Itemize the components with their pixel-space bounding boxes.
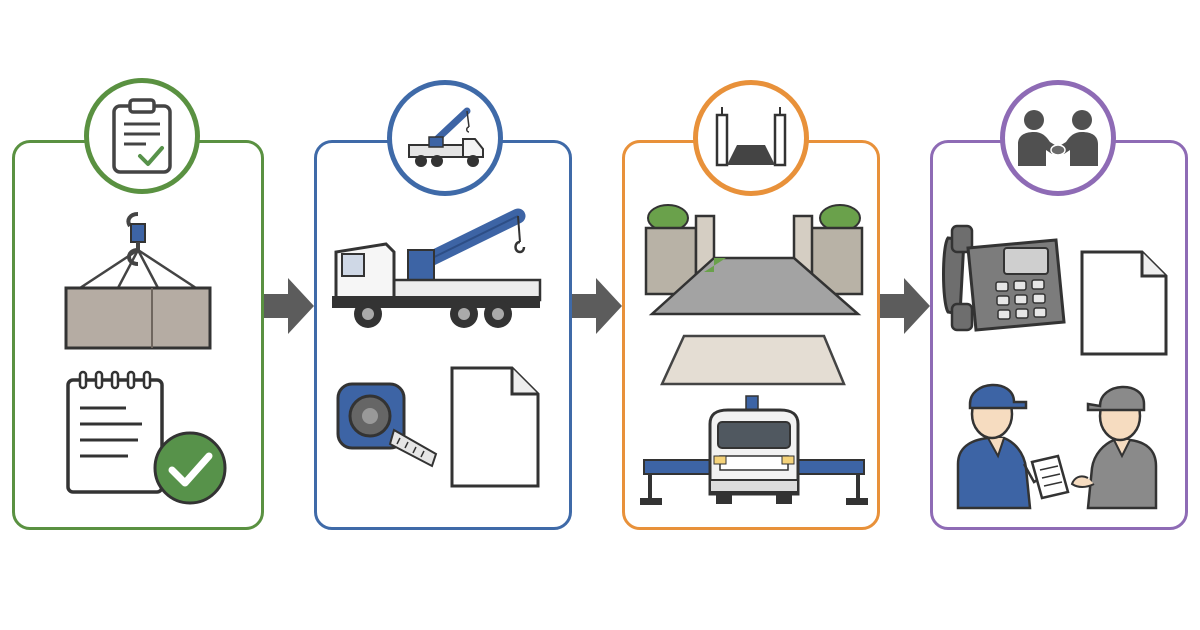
suspended-load-icon bbox=[64, 212, 212, 350]
step-4-badge bbox=[1000, 80, 1116, 196]
flow-arrow-2 bbox=[572, 278, 622, 334]
step-1-badge bbox=[84, 78, 200, 194]
outrigger-truck-icon bbox=[640, 395, 868, 505]
desk-phone-icon bbox=[942, 224, 1066, 332]
handshake-icon bbox=[1018, 110, 1098, 166]
site-entrance-icon bbox=[644, 204, 864, 316]
clipboard-check-icon bbox=[112, 98, 172, 174]
tape-measure-icon bbox=[336, 382, 438, 468]
crane-truck-small-icon bbox=[408, 107, 484, 167]
notepad-checklist-icon bbox=[66, 370, 164, 494]
entrance-gate-small-icon bbox=[715, 107, 787, 167]
step-2-badge bbox=[387, 80, 503, 196]
green-check-icon bbox=[153, 431, 227, 505]
workers-discussion-icon bbox=[956, 383, 1158, 510]
document-icon bbox=[1080, 250, 1168, 356]
ground-area-icon bbox=[660, 334, 846, 386]
step-3-badge bbox=[693, 80, 809, 196]
flow-arrow-3 bbox=[880, 278, 930, 334]
document-icon bbox=[450, 366, 540, 488]
flow-arrow-1 bbox=[264, 278, 314, 334]
crane-truck-icon bbox=[332, 208, 542, 328]
